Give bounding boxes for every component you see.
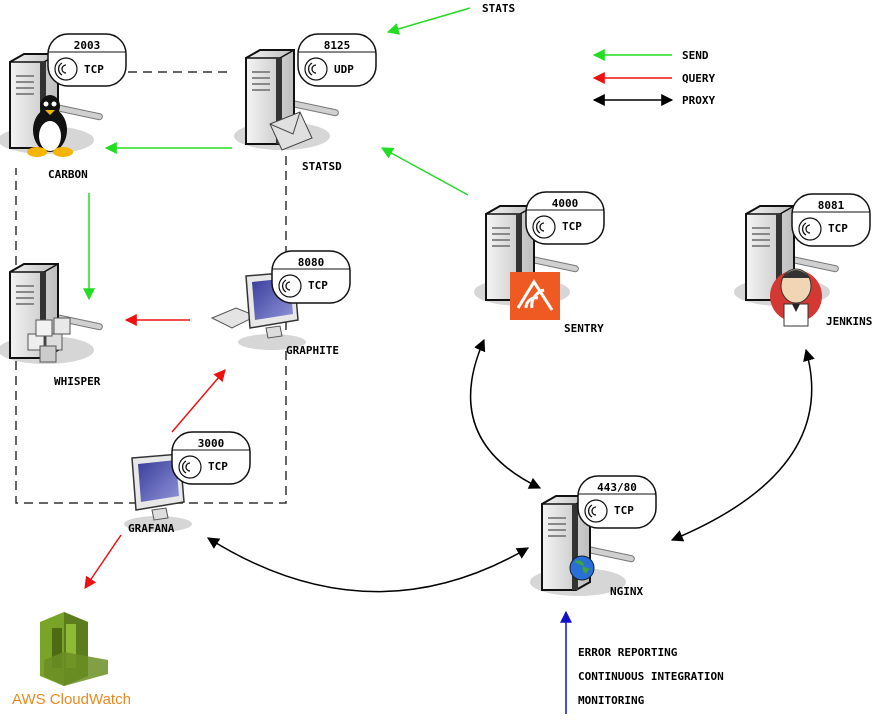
legend-send-label: SEND bbox=[682, 49, 709, 62]
jenkins-label: JENKINS bbox=[826, 315, 872, 328]
legend-query-label: QUERY bbox=[682, 72, 715, 85]
nginx-protocol: TCP bbox=[614, 504, 634, 517]
sentry-port: 4000 bbox=[552, 197, 579, 210]
jenkins-port: 8081 bbox=[818, 199, 845, 212]
legend-proxy-label: PROXY bbox=[682, 94, 715, 107]
globe-icon bbox=[569, 555, 595, 581]
graphite-node: 8080 TCP GRAPHITE bbox=[210, 250, 351, 357]
graphite-label: GRAPHITE bbox=[286, 344, 339, 357]
sentry-node: 4000 TCP SENTRY bbox=[473, 191, 605, 335]
incoming-traffic-labels: ERROR REPORTING CONTINUOUS INTEGRATION M… bbox=[578, 646, 724, 707]
query-arrows bbox=[84, 314, 226, 589]
send-arrows bbox=[83, 7, 471, 301]
incoming-label-monitoring: MONITORING bbox=[578, 694, 645, 707]
aws-cloudwatch-label: AWS CloudWatch bbox=[12, 691, 131, 708]
grafana-port: 3000 bbox=[198, 437, 225, 450]
carbon-label: CARBON bbox=[48, 168, 88, 181]
nginx-node: 443/80 TCP NGINX bbox=[529, 475, 657, 598]
aws-cloudwatch-node: AWS CloudWatch bbox=[12, 612, 131, 708]
incoming-label-continuous-integration: CONTINUOUS INTEGRATION bbox=[578, 670, 724, 683]
statsd-label: STATSD bbox=[302, 160, 342, 173]
statsd-node: 8125 UDP STATSD bbox=[233, 33, 377, 173]
nginx-port: 443/80 bbox=[597, 481, 637, 494]
sentry-label: SENTRY bbox=[564, 322, 604, 335]
grafana-node: 3000 TCP GRAFANA bbox=[123, 431, 251, 535]
envelope-icon bbox=[269, 111, 313, 151]
whisper-label: WHISPER bbox=[54, 375, 101, 388]
incoming-label-error-reporting: ERROR REPORTING bbox=[578, 646, 678, 659]
carbon-port: 2003 bbox=[74, 39, 101, 52]
legend: SEND QUERY PROXY bbox=[592, 49, 715, 107]
sentry-protocol: TCP bbox=[562, 220, 582, 233]
jenkins-butler-icon bbox=[770, 268, 822, 327]
stats-label: STATS bbox=[482, 2, 515, 15]
proxy-arrows bbox=[206, 338, 815, 593]
grafana-protocol: TCP bbox=[208, 460, 228, 473]
sentry-logo-icon bbox=[510, 272, 560, 320]
statsd-port: 8125 bbox=[324, 39, 351, 52]
grafana-label: GRAFANA bbox=[128, 522, 175, 535]
statsd-protocol: UDP bbox=[334, 63, 354, 76]
graphite-port: 8080 bbox=[298, 256, 325, 269]
database-cubes-icon bbox=[27, 317, 71, 363]
nginx-label: NGINX bbox=[610, 585, 643, 598]
carbon-node: 2003 TCP CARBON bbox=[0, 33, 127, 181]
jenkins-node: 8081 TCP JENKINS bbox=[733, 193, 872, 328]
linux-penguin-icon bbox=[27, 95, 73, 157]
graphite-protocol: TCP bbox=[308, 279, 328, 292]
whisper-node: WHISPER bbox=[0, 263, 104, 388]
aws-cloudwatch-icon bbox=[40, 612, 108, 686]
jenkins-protocol: TCP bbox=[828, 222, 848, 235]
carbon-protocol: TCP bbox=[84, 63, 104, 76]
